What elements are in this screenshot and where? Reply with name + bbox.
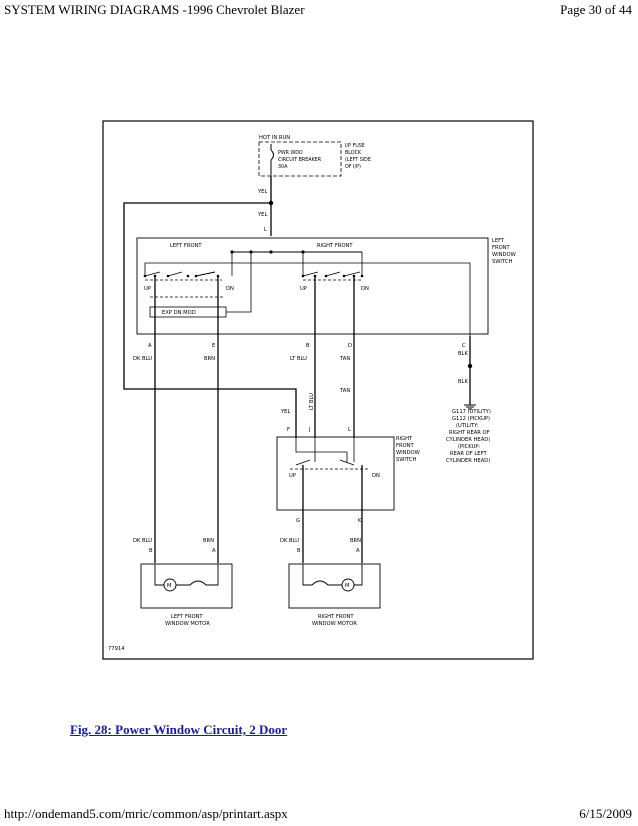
yel-label-2: YEL [257,212,267,218]
left-front-label: LEFT FRONT [170,243,202,249]
ground-line-2: G112 (PICKUP) [452,416,490,422]
fuse-block-box [258,141,342,177]
right-switch-output-wires [302,465,363,563]
pin-l-right: L [348,427,351,433]
right-switch-label-4: SWITCH [396,457,416,463]
pin-c: C [462,343,466,349]
yel-label-3: YEL [280,409,290,415]
left-switch-label-3: WINDOW [492,252,516,258]
pin-left-motor-a: A [212,548,216,554]
dk-blu-label-3: DK BLU [280,538,299,544]
breaker-line-1: PWR WDO [278,150,303,156]
lt-blu-vertical-label: LT BLU [309,393,315,410]
right-switch-box [276,436,395,511]
brn-label: BRN [204,356,215,362]
right-switch-contacts [295,459,355,466]
diagram-frame [102,120,534,660]
left-motor-label-2: WINDOW MOTOR [165,621,210,627]
right-switch-dn-label: DN [372,473,380,479]
left-up-label: UP [144,286,151,292]
left-switch-output-wires [154,276,355,563]
yel-label-1: YEL [257,189,267,195]
left-switch-label-4: SWITCH [492,259,512,265]
right-switch-label-2: FRONT [396,443,415,449]
document-title: SYSTEM WIRING DIAGRAMS -1996 Chevrolet B… [4,2,305,17]
exp-dn-mod-label: EXP DN MOD [162,310,196,316]
right-switch-up-label: UP [289,473,296,479]
right-motor-m: M [345,583,349,589]
ground-line-7: REAR OF LEFT [450,451,487,457]
lt-blu-label: LT BLU [290,356,307,362]
ground-line-8: CYLINDER HEAD) [446,458,490,464]
fuse-block-line-1: I/P FUSE [345,143,365,149]
pin-e: E [212,343,215,349]
dk-blu-label-2: DK BLU [133,538,152,544]
pin-b: B [306,343,310,349]
hot-in-run-label: HOT IN RUN [259,135,290,141]
tan-label-2: TAN [339,388,350,394]
right-motor-label-1: RIGHT FRONT [318,614,354,620]
pin-l-top: L [264,227,267,233]
brn-label-2: BRN [203,538,214,544]
fuse-block-line-3: (LEFT SIDE [345,157,371,163]
right-up-label: UP [300,286,307,292]
pin-left-motor-b: B [149,548,153,554]
footer-url: http://ondemand5.com/mric/common/asp/pri… [4,806,288,821]
page-number: Page 30 of 44 [560,2,632,17]
pin-a: A [148,343,152,349]
ground-line-4: RIGHT REAR OF [449,430,490,436]
ground-line-1: G117 (UTILITY) [452,409,491,415]
fuse-block-line-2: BLOCK [345,150,362,156]
brn-label-3: BRN [350,538,361,544]
pin-k: K [358,518,362,524]
left-dn-label: DN [226,286,234,292]
blk-label-2: BLK [458,379,468,385]
dk-blu-label: DK BLU [133,356,152,362]
right-motor-label-2: WINDOW MOTOR [312,621,357,627]
left-switch-contacts [144,271,361,277]
footer-date: 6/15/2009 [579,806,632,821]
right-switch-label-1: RIGHT [396,436,413,442]
right-dn-label: DN [361,286,369,292]
pin-right-motor-b: B [297,548,301,554]
left-switch-box [136,237,489,335]
ground-line-5: CYLINDER HEAD) [446,437,490,443]
pin-right-motor-a: A [356,548,360,554]
ground-symbol [464,404,476,410]
breaker-line-3: 30A [278,164,288,170]
right-motor-box [288,563,381,609]
pin-f: F [287,427,290,433]
ground-line-6: (PICKUP: [458,444,480,450]
left-switch-label-1: LEFT [492,238,505,244]
yel-to-right-switch-wire [123,202,297,438]
art-id: 77914 [108,646,125,652]
tan-label: TAN [339,356,350,362]
fuse-block-line-4: OF I/P) [345,164,361,170]
pin-j: J [308,427,311,433]
left-motor-box [140,563,233,609]
right-front-label: RIGHT FRONT [317,243,353,249]
ground-internal-wire [144,262,471,336]
pin-g: G [296,518,300,524]
right-switch-label-3: WINDOW [396,450,420,456]
figure-caption-link[interactable]: Fig. 28: Power Window Circuit, 2 Door [70,722,288,737]
breaker-line-2: CIRCUIT BREAKER [278,157,322,163]
ground-line-3: (UTILITY: [456,423,479,429]
blk-label-1: BLK [458,351,468,357]
pin-d: D [348,343,352,349]
left-switch-label-2: FRONT [492,245,511,251]
left-motor-m: M [167,583,171,589]
circuit-breaker-symbol [270,144,274,176]
left-motor-label-1: LEFT FRONT [171,614,203,620]
